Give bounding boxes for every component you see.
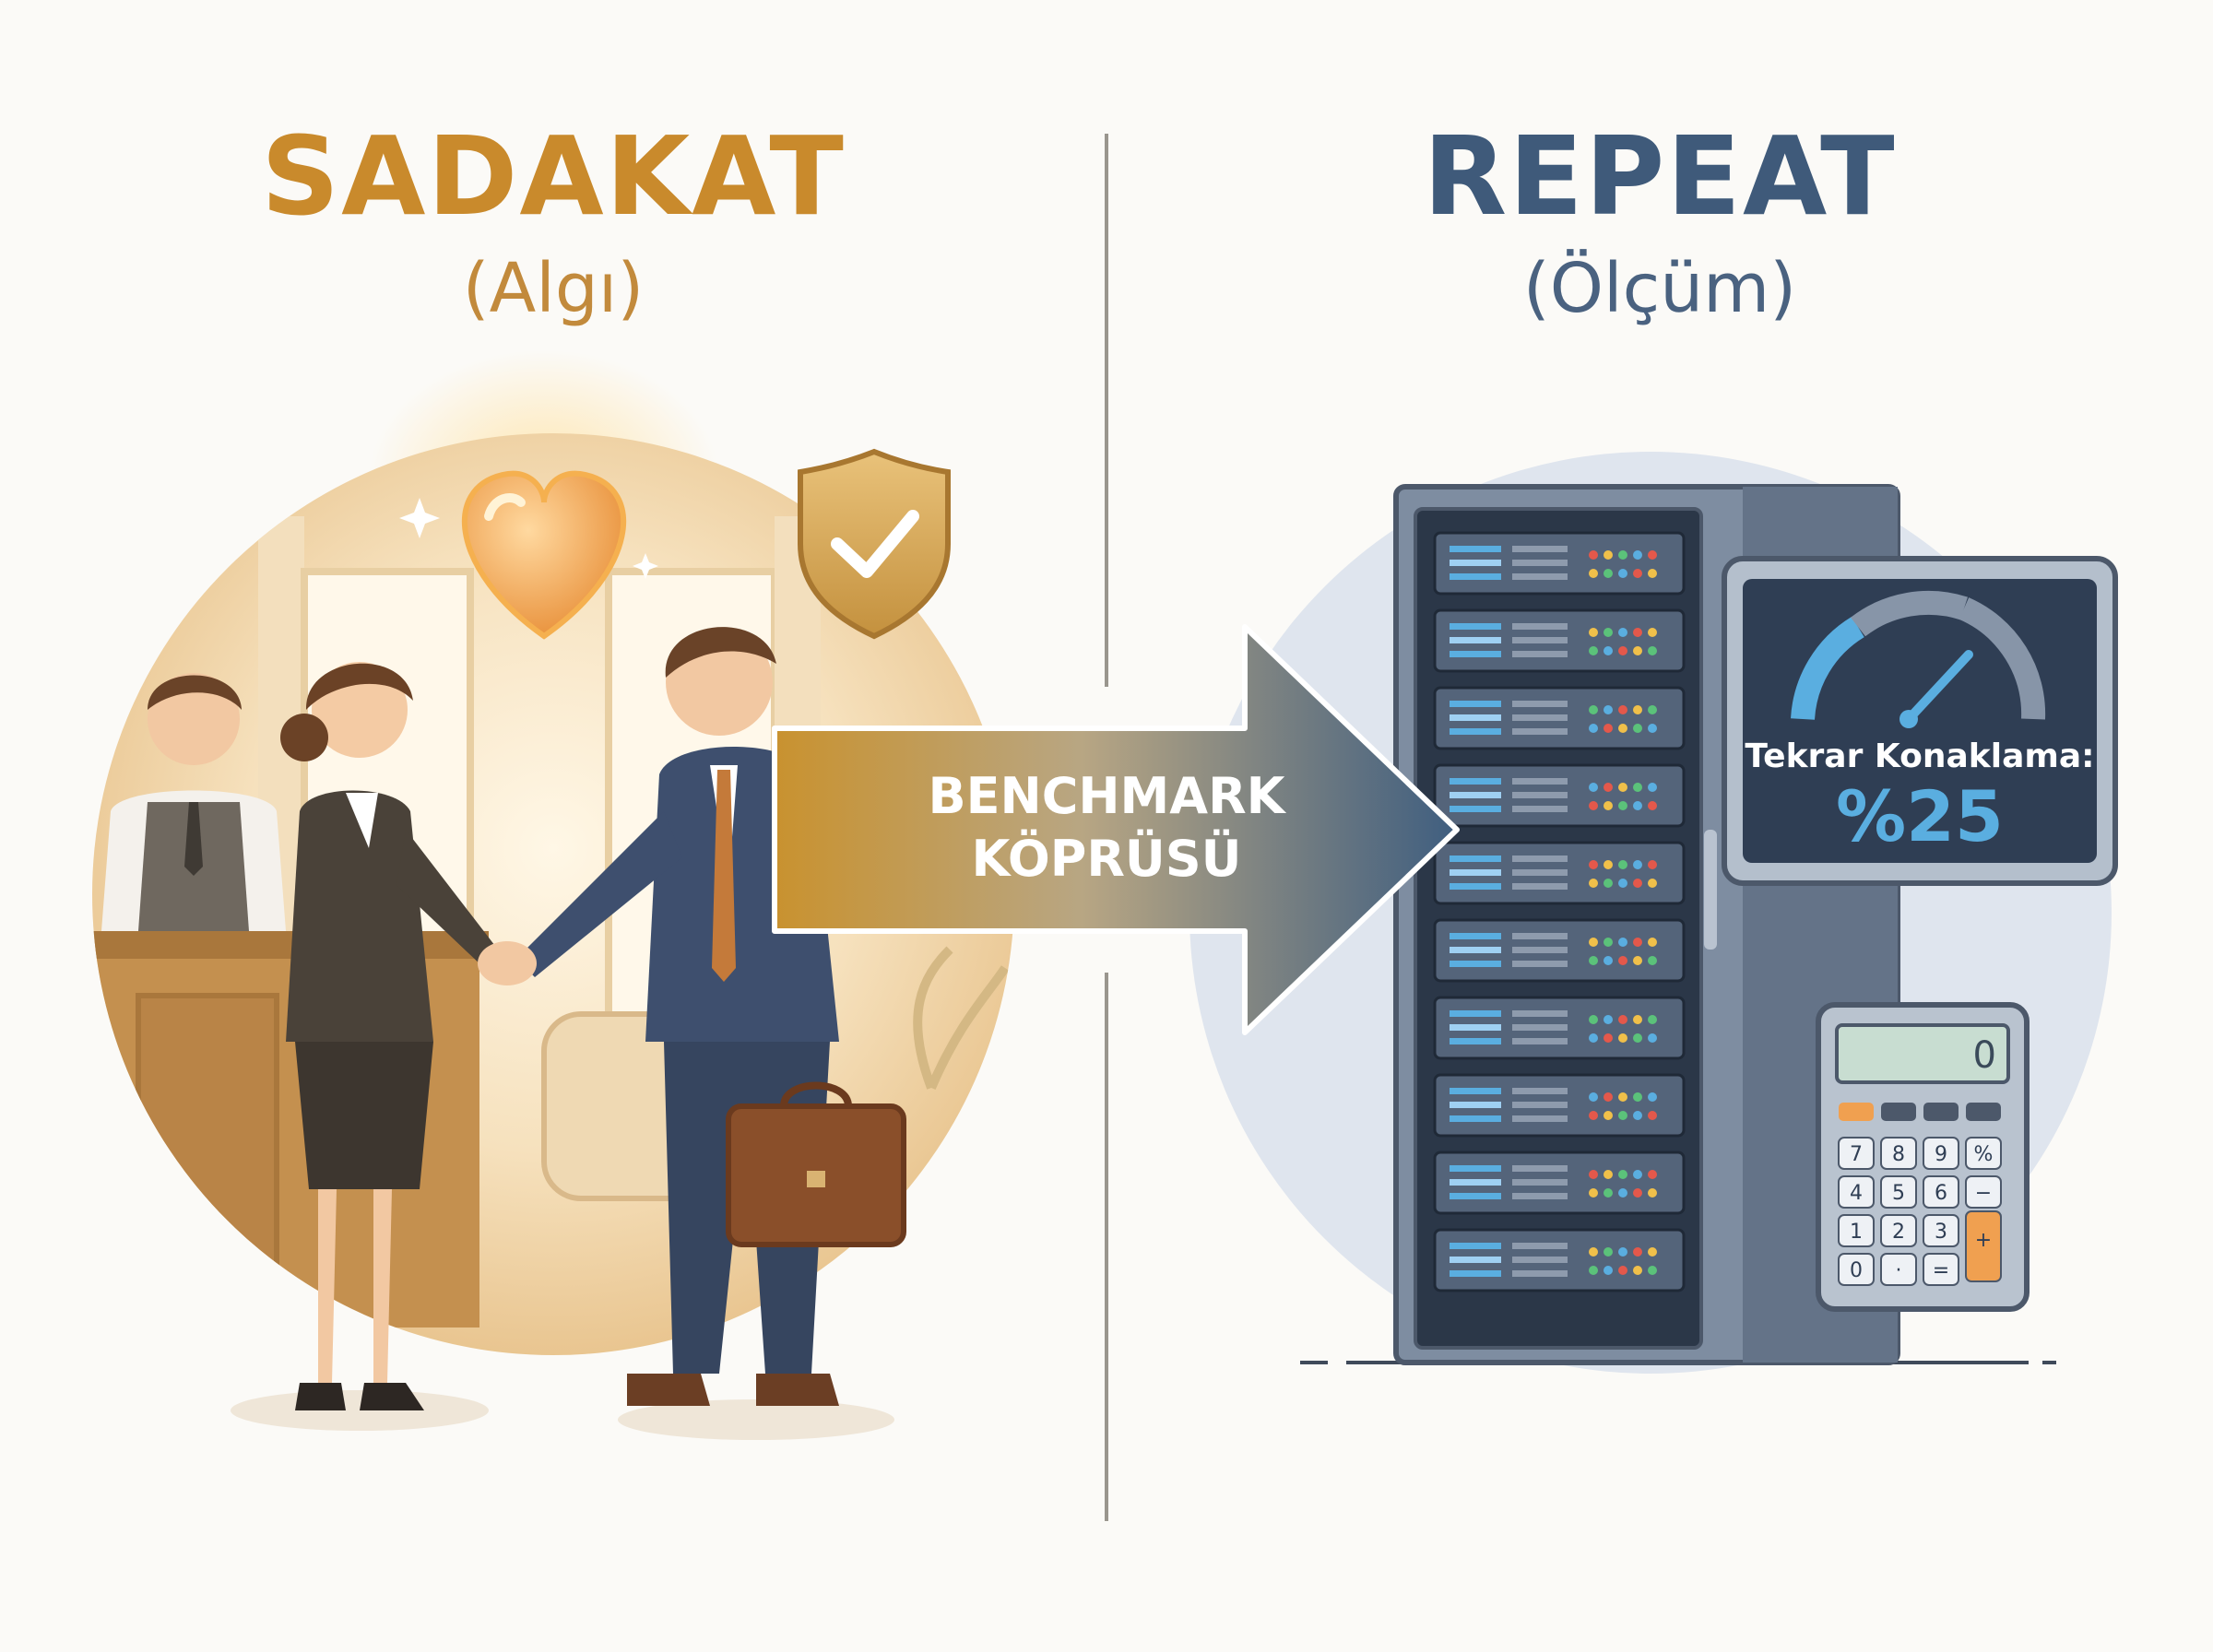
calculator-key bbox=[1923, 1137, 1959, 1170]
loyalty-title: SADAKAT bbox=[261, 112, 846, 240]
repeat-title: REPEAT bbox=[1423, 112, 1897, 240]
calculator-key bbox=[1838, 1137, 1875, 1170]
shield-check-icon bbox=[798, 448, 951, 640]
calculator-function-key bbox=[1881, 1103, 1916, 1121]
server-unit bbox=[1433, 531, 1686, 596]
server-unit bbox=[1433, 608, 1686, 673]
loyalty-subtitle: (Algı) bbox=[462, 249, 645, 328]
server-unit bbox=[1433, 996, 1686, 1060]
benchmark-bridge-arrow: BENCHMARK KÖPRÜSÜ bbox=[772, 624, 1460, 1035]
calculator-key bbox=[1880, 1137, 1917, 1170]
monitor-label: Tekrar Konaklama: bbox=[1745, 738, 2094, 775]
calculator-key-label: − bbox=[1975, 1182, 1992, 1205]
monitor-value: %25 bbox=[1836, 775, 2004, 857]
calculator-key bbox=[1838, 1214, 1875, 1247]
server-unit bbox=[1433, 1073, 1686, 1138]
calculator-key bbox=[1923, 1175, 1959, 1209]
calculator-key-label: + bbox=[1975, 1229, 1992, 1252]
calculator-function-key bbox=[1923, 1103, 1959, 1121]
calculator-key-label: 1 bbox=[1850, 1221, 1863, 1244]
calculator-key bbox=[1880, 1175, 1917, 1209]
calculator-key-label: 9 bbox=[1935, 1143, 1947, 1166]
server-unit bbox=[1433, 1150, 1686, 1215]
calculator-key bbox=[1923, 1253, 1959, 1286]
calculator-key bbox=[1923, 1214, 1959, 1247]
repeat-subtitle: (Ölçüm) bbox=[1522, 249, 1797, 328]
calculator-key-label: 8 bbox=[1892, 1143, 1905, 1166]
calculator-key-label: = bbox=[1933, 1259, 1949, 1282]
gauge-icon bbox=[1791, 590, 2046, 728]
calculator-key bbox=[1965, 1210, 2002, 1282]
calculator-key-label: 6 bbox=[1935, 1182, 1947, 1205]
calculator-function-key bbox=[1966, 1103, 2001, 1121]
calculator-key bbox=[1880, 1253, 1917, 1286]
calculator-key-label: · bbox=[1896, 1259, 1902, 1282]
metrics-monitor: Tekrar Konaklama: %25 bbox=[1722, 556, 2118, 886]
server-unit bbox=[1433, 763, 1686, 828]
calculator-key-label: % bbox=[1974, 1143, 1994, 1166]
server-unit bbox=[1433, 918, 1686, 983]
bridge-label-line1: BENCHMARK bbox=[928, 767, 1286, 825]
calculator-key-label: 7 bbox=[1850, 1143, 1863, 1166]
calculator-key-label: 4 bbox=[1850, 1182, 1863, 1205]
calculator-key bbox=[1838, 1175, 1875, 1209]
calculator-function-key bbox=[1839, 1103, 1874, 1121]
calculator-key bbox=[1838, 1253, 1875, 1286]
sparkle-icon bbox=[399, 498, 658, 579]
hotel-host-figure bbox=[280, 662, 498, 1410]
calculator-display: 0 bbox=[1973, 1034, 1996, 1077]
calculator-key bbox=[1880, 1214, 1917, 1247]
calculator-key bbox=[1965, 1137, 2002, 1170]
calculator-key-label: 0 bbox=[1850, 1259, 1863, 1282]
calculator-keys: 7 8 9% 4 5 6 − 1 2 3 +0 · = bbox=[1838, 1103, 2002, 1286]
server-unit bbox=[1433, 686, 1686, 750]
data-scene: Tekrar Konaklama: %25 0 7 8 9% 4 5 6 − 1 2 3 +0 · = bbox=[1189, 452, 2118, 1374]
calculator-key bbox=[1965, 1175, 2002, 1209]
server-units bbox=[1433, 531, 1686, 1292]
server-unit bbox=[1433, 1228, 1686, 1292]
server-unit bbox=[1433, 841, 1686, 905]
bridge-label-line2: KÖPRÜSÜ bbox=[971, 830, 1241, 888]
calculator-key-label: 3 bbox=[1935, 1221, 1947, 1244]
calculator-key-label: 2 bbox=[1892, 1221, 1905, 1244]
calculator: 0 7 8 9% 4 5 6 − 1 2 3 +0 · = bbox=[1816, 1002, 2030, 1312]
heart-icon bbox=[461, 470, 627, 640]
calculator-key-label: 5 bbox=[1892, 1182, 1905, 1205]
